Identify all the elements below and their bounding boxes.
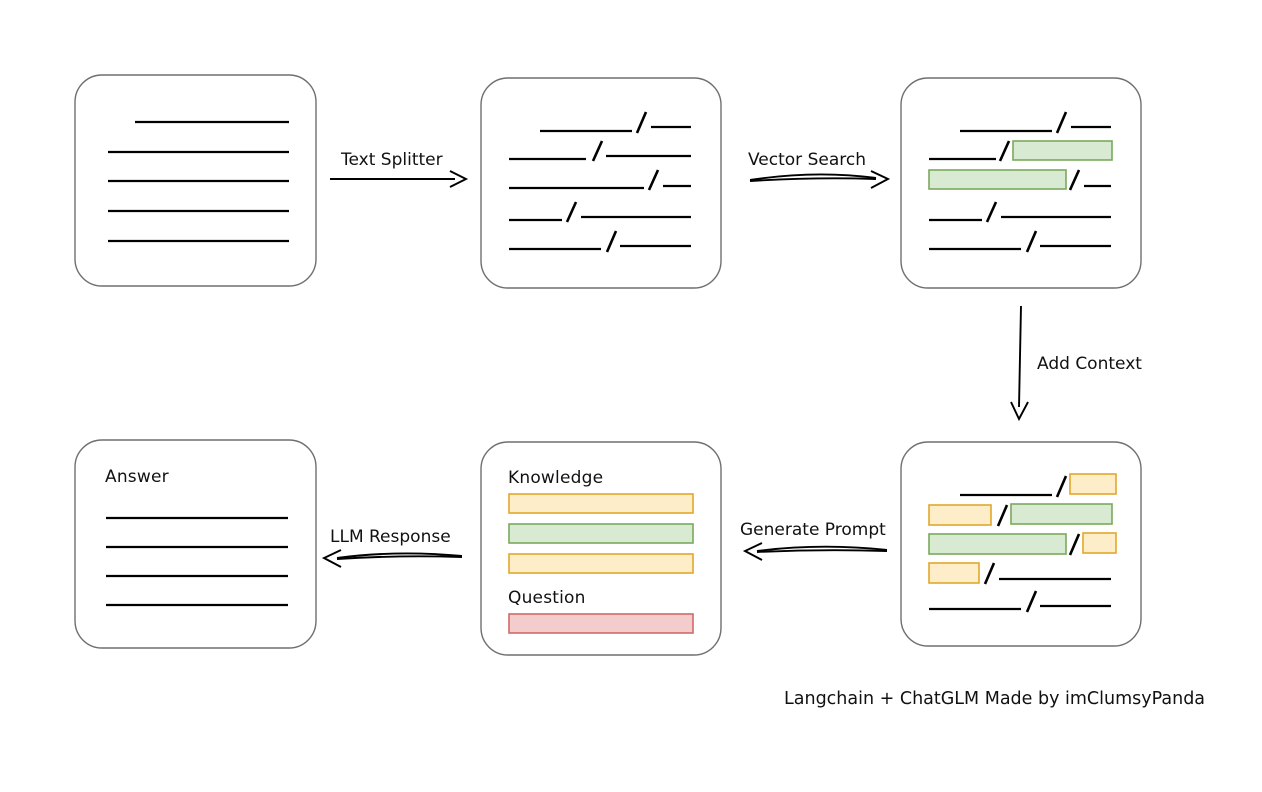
context-chunk-green: [928, 533, 1067, 555]
edge-vector-search-label: Vector Search: [748, 150, 866, 170]
node-split-document[interactable]: [480, 77, 722, 289]
split-document-lines: [509, 111, 691, 253]
answer-box[interactable]: [74, 439, 317, 649]
prompt-bar-yellow: [508, 553, 694, 574]
context-chunk-yellow: [1082, 532, 1117, 554]
split-document-box[interactable]: [480, 77, 722, 289]
edge-generate-prompt: Generate Prompt: [740, 520, 888, 561]
edge-add-context-label: Add Context: [1037, 354, 1142, 374]
context-chunk-yellow: [1069, 473, 1117, 495]
node-matched-document[interactable]: [900, 77, 1142, 289]
prompt-knowledge-heading: Knowledge: [508, 468, 603, 488]
node-prompt[interactable]: Knowledge Question: [480, 441, 722, 656]
answer-heading: Answer: [105, 467, 169, 487]
edge-vector-search: Vector Search: [748, 150, 891, 189]
arrow-right-text-splitter: [330, 170, 469, 188]
prompt-bar-red: [508, 613, 694, 634]
matched-document-lines: [928, 111, 1113, 253]
edge-text-splitter: Text Splitter: [330, 150, 469, 188]
arrow-down-add-context: [1010, 305, 1029, 422]
arrow-right-vector-search: [749, 170, 891, 189]
context-chunk-yellow: [928, 562, 980, 584]
context-document-lines: [928, 473, 1117, 613]
answer-lines: [106, 516, 288, 607]
prompt-bar-green: [508, 523, 694, 544]
matched-chunk-green: [1012, 140, 1113, 161]
node-source-document[interactable]: [74, 74, 317, 287]
context-chunk-green: [1010, 503, 1113, 525]
prompt-knowledge-bars: [508, 493, 694, 574]
prompt-bar-yellow: [508, 493, 694, 514]
edge-add-context: Add Context: [1010, 305, 1142, 422]
edge-llm-response-label: LLM Response: [330, 527, 451, 547]
edge-generate-prompt-label: Generate Prompt: [740, 520, 886, 540]
diagram-caption: Langchain + ChatGLM Made by imClumsyPand…: [784, 689, 1205, 709]
prompt-question-heading: Question: [508, 588, 586, 608]
edge-text-splitter-label: Text Splitter: [340, 150, 443, 170]
arrow-left-generate-prompt: [742, 542, 888, 561]
source-document-lines: [108, 120, 289, 243]
node-context-document[interactable]: [900, 441, 1142, 647]
prompt-question-bars: [508, 613, 694, 634]
matched-chunk-green: [928, 169, 1067, 190]
arrow-left-llm-response: [321, 549, 463, 568]
context-chunk-yellow: [928, 504, 992, 526]
edge-llm-response: LLM Response: [321, 527, 463, 568]
node-answer[interactable]: Answer: [74, 439, 317, 649]
